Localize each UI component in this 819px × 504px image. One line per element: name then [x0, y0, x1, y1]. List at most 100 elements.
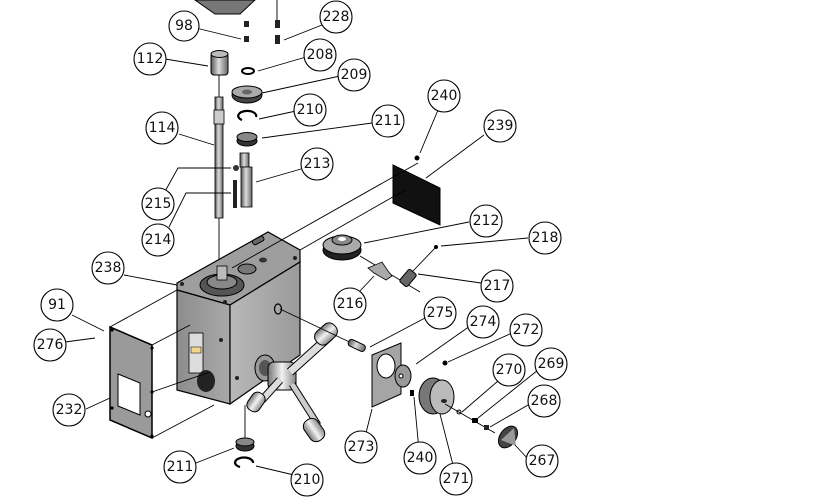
shaft-114 — [213, 96, 225, 219]
svg-text:98: 98 — [175, 18, 193, 34]
bearing-211-lower — [235, 437, 255, 452]
callout-98: 98 — [168, 10, 200, 42]
callout-273: 273 — [344, 430, 378, 464]
svg-text:276: 276 — [37, 337, 64, 353]
callout-211-upper: 211 — [371, 104, 405, 138]
circlip-210-lower — [233, 456, 255, 469]
callout-228: 228 — [319, 0, 353, 34]
screw-268 — [484, 425, 489, 430]
svg-text:212: 212 — [473, 213, 500, 229]
svg-text:272: 272 — [513, 322, 540, 338]
svg-text:232: 232 — [56, 402, 83, 418]
callout-240-upper: 240 — [427, 79, 461, 113]
pin-275 — [347, 338, 366, 352]
lever-assembly — [246, 322, 338, 443]
callout-218: 218 — [528, 221, 562, 255]
callout-212: 212 — [469, 204, 503, 238]
callout-270: 270 — [492, 353, 526, 387]
callout-267: 267 — [525, 444, 559, 478]
callout-91: 91 — [40, 288, 74, 322]
gearbox-housing-238 — [176, 231, 301, 406]
bearing-211-upper — [236, 132, 258, 147]
cap-267 — [497, 425, 519, 449]
callout-213: 213 — [300, 147, 334, 181]
screw-98 — [244, 21, 249, 42]
callout-271: 271 — [439, 462, 473, 496]
svg-text:269: 269 — [538, 356, 565, 372]
svg-text:211: 211 — [375, 113, 402, 129]
callout-210-lower: 210 — [290, 463, 324, 497]
callout-272: 272 — [509, 313, 543, 347]
callout-211-lower: 211 — [163, 450, 197, 484]
callout-275: 275 — [423, 296, 457, 330]
svg-text:273: 273 — [348, 439, 375, 455]
svg-text:208: 208 — [307, 47, 334, 63]
svg-text:114: 114 — [149, 120, 176, 136]
callout-269: 269 — [534, 347, 568, 381]
svg-text:211: 211 — [167, 459, 194, 475]
callout-238: 238 — [91, 251, 125, 285]
block-217 — [399, 268, 417, 288]
callout-215: 215 — [141, 187, 175, 221]
key-214 — [233, 180, 237, 208]
leader-lines — [64, 24, 539, 476]
svg-text:216: 216 — [337, 296, 364, 312]
nut-269 — [472, 418, 478, 423]
svg-text:240: 240 — [431, 88, 458, 104]
washer-270 — [456, 409, 462, 415]
svg-text:274: 274 — [470, 314, 497, 330]
knob-271 — [418, 377, 455, 415]
callout-274: 274 — [466, 305, 500, 339]
ball-215 — [233, 165, 239, 171]
flange-274 — [394, 364, 412, 388]
window-239 — [392, 164, 441, 226]
svg-text:210: 210 — [297, 102, 324, 118]
callout-214: 214 — [141, 223, 175, 257]
callout-239: 239 — [483, 109, 517, 143]
svg-text:267: 267 — [529, 453, 556, 469]
svg-text:213: 213 — [304, 156, 331, 172]
callout-112: 112 — [133, 42, 167, 76]
upper-housing-fragment — [194, 0, 278, 20]
svg-text:238: 238 — [95, 260, 122, 276]
svg-text:239: 239 — [487, 118, 514, 134]
svg-text:112: 112 — [137, 51, 164, 67]
circlip-210-upper — [237, 109, 258, 122]
callout-210-upper: 210 — [293, 93, 327, 127]
gear-212 — [322, 234, 362, 261]
shaft-213 — [239, 152, 253, 208]
svg-text:218: 218 — [532, 230, 559, 246]
svg-text:275: 275 — [427, 305, 454, 321]
svg-text:240: 240 — [407, 450, 434, 466]
callout-216: 216 — [333, 287, 367, 321]
callout-217: 217 — [480, 269, 514, 303]
svg-text:271: 271 — [443, 471, 470, 487]
svg-text:215: 215 — [145, 196, 172, 212]
callout-208: 208 — [303, 38, 337, 72]
plate-273 — [371, 342, 402, 408]
svg-text:214: 214 — [145, 232, 172, 248]
screw-272 — [442, 360, 448, 366]
svg-text:91: 91 — [48, 297, 66, 313]
svg-text:228: 228 — [323, 9, 350, 25]
screw-228 — [275, 20, 280, 44]
callout-114: 114 — [145, 111, 179, 145]
svg-text:209: 209 — [341, 67, 368, 83]
screw-240-upper — [414, 155, 420, 161]
cover-plate-232 — [109, 325, 154, 440]
callout-276: 276 — [33, 328, 67, 362]
bracket-216 — [367, 261, 393, 281]
callout-209: 209 — [337, 58, 371, 92]
svg-text:268: 268 — [531, 393, 558, 409]
svg-text:270: 270 — [496, 362, 523, 378]
screw-240-lower — [410, 390, 414, 396]
callout-240-lower: 240 — [403, 441, 437, 475]
washer-208 — [241, 67, 255, 75]
callout-268: 268 — [527, 384, 561, 418]
ghost-lines-232 — [109, 289, 215, 439]
svg-text:210: 210 — [294, 472, 321, 488]
gear-209 — [231, 85, 263, 104]
svg-text:217: 217 — [484, 278, 511, 294]
callout-232: 232 — [52, 393, 86, 427]
